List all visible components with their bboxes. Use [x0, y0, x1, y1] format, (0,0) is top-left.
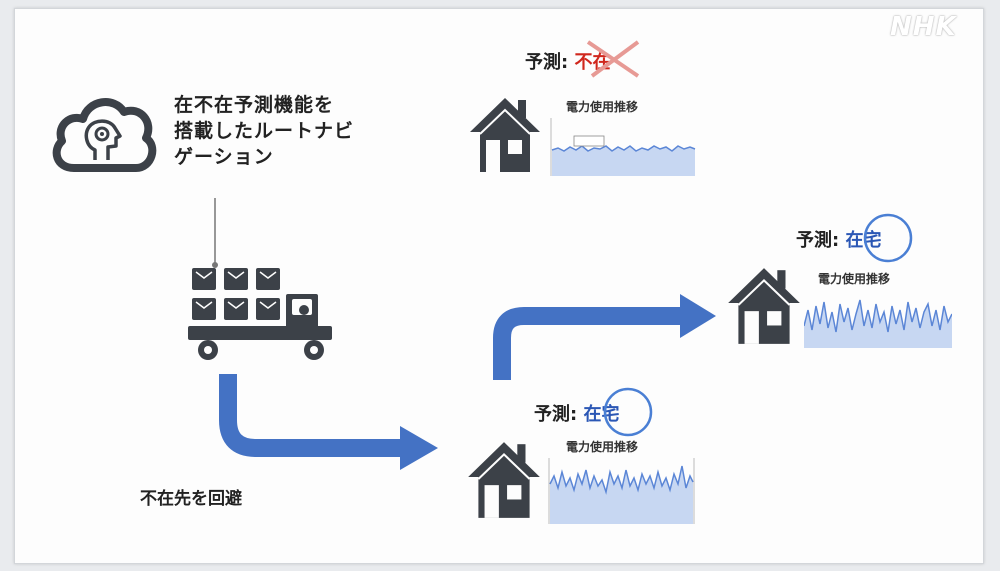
- home-circle-mark: [863, 213, 913, 263]
- route-arrow-bottom: [219, 374, 438, 470]
- prediction-value-home: 在宅: [845, 230, 882, 251]
- prediction-label: 予測:: [525, 52, 569, 73]
- prediction-label: 予測:: [796, 230, 840, 251]
- prediction-value-home: 在宅: [583, 404, 620, 425]
- avoid-label: 不在先を回避: [140, 489, 242, 509]
- navi-description-line: 搭載したルートナビ: [174, 120, 355, 142]
- route-arrow-right: [493, 294, 716, 380]
- power-chart-title: 電力使用推移: [818, 272, 891, 286]
- cloud-ai-icon: [52, 98, 157, 172]
- house-icon-right: [728, 268, 800, 344]
- prediction-label: 予測:: [534, 404, 578, 425]
- home-circle-mark: [603, 387, 653, 437]
- house-icon-bottom: [468, 442, 540, 518]
- navi-description-line: 在不在予測機能を: [174, 94, 335, 116]
- delivery-truck-icon: [188, 268, 332, 360]
- prediction-bottom: 予測: 在宅: [534, 400, 619, 426]
- power-usage-chart-right: [804, 299, 952, 348]
- prediction-right: 予測: 在宅: [796, 226, 881, 252]
- house-icon-top: [470, 98, 540, 172]
- connector-line: [212, 198, 218, 268]
- power-chart-title: 電力使用推移: [566, 440, 639, 454]
- power-usage-chart-top: [550, 118, 696, 176]
- power-chart-title: 電力使用推移: [566, 100, 639, 114]
- power-usage-chart-bottom: [548, 458, 695, 524]
- navi-description-line: ゲーション: [174, 146, 274, 168]
- navi-description: 在不在予測機能を 搭載したルートナビ ゲーション: [174, 92, 354, 170]
- nhk-watermark: NHK: [890, 12, 957, 42]
- absent-cross-mark: [586, 40, 640, 78]
